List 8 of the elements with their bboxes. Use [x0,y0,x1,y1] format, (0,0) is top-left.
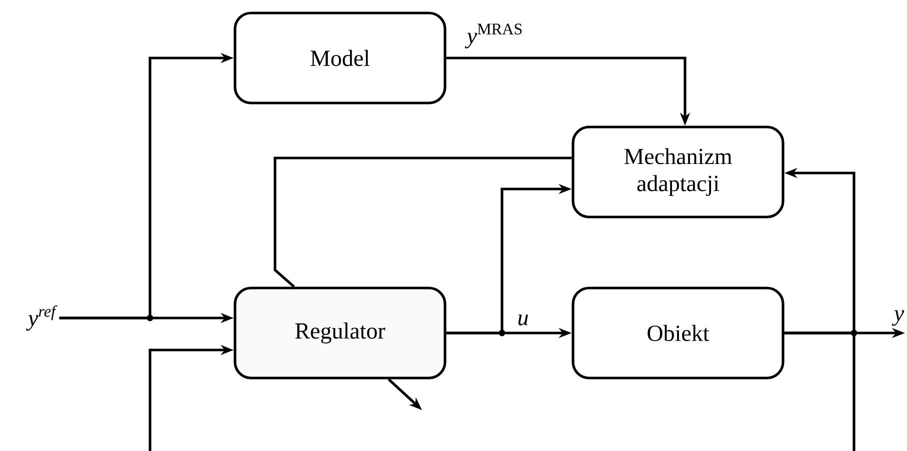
process-box: Regulator [234,286,446,380]
edge-label: y$^{MRAS}$ [464,22,524,50]
process-box: Mechanizm adaptacji [572,126,784,218]
process-box: Model [234,12,446,104]
process-box: Obiekt [572,286,784,380]
edge-label: y [892,309,906,327]
edge-label: u [516,314,530,326]
signal-label: y$^{ref}$ [26,305,58,331]
